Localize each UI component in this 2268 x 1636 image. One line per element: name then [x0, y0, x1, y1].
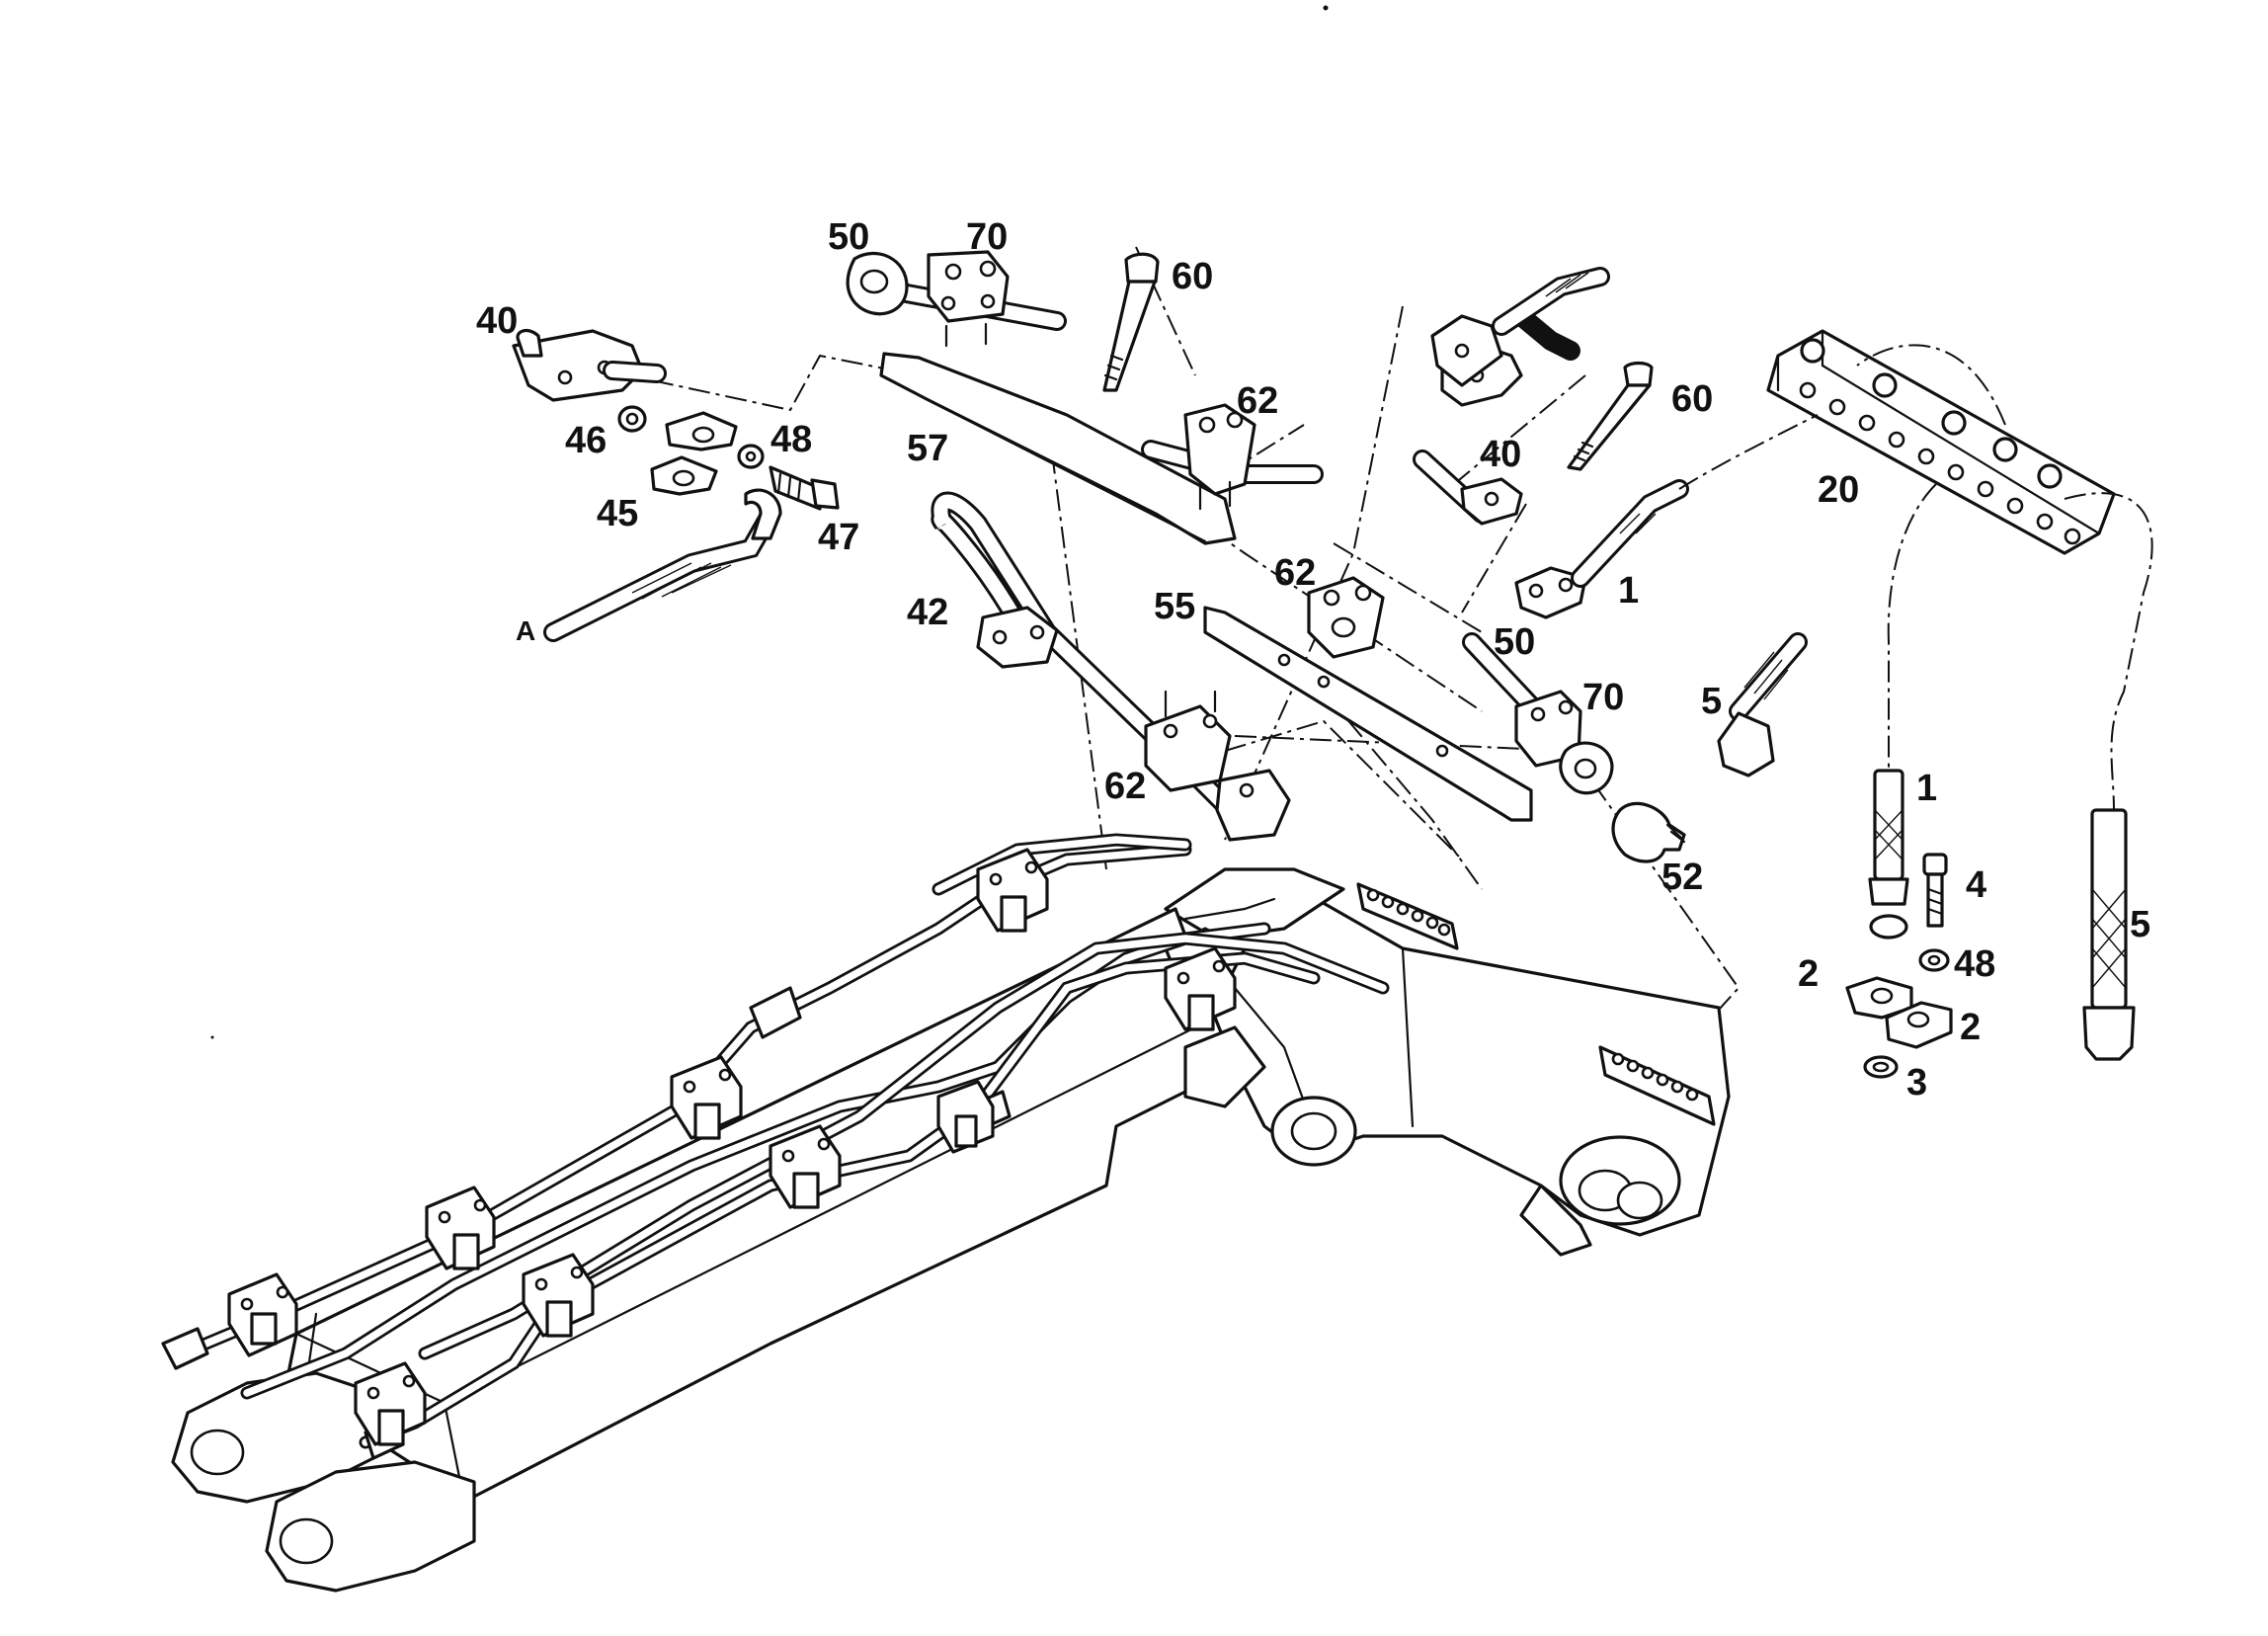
flange-lower-42 [1215, 769, 1291, 842]
callout-50-center: 50 [1494, 621, 1535, 663]
callout-40-right: 40 [1480, 434, 1521, 475]
callout-70-top: 70 [966, 216, 1008, 258]
page-speck [210, 1035, 214, 1039]
perforated-block-lower [1598, 1045, 1716, 1126]
clamp-boom-9 [936, 1080, 995, 1154]
callout-50-top: 50 [828, 216, 869, 258]
hose-5-vertical [2082, 808, 2136, 1061]
flange-42 [976, 606, 1059, 669]
clamp-boom-5 [769, 1124, 842, 1209]
bracket-plate-57 [879, 352, 1237, 545]
callout-3: 3 [1906, 1062, 1927, 1104]
elbow-52 [1611, 801, 1686, 863]
callout-20: 20 [1818, 469, 1859, 511]
callout-52: 52 [1661, 857, 1703, 898]
callout-42: 42 [907, 592, 948, 633]
clamp-70-upper [927, 250, 1010, 323]
right-exploded-parts [1845, 769, 2136, 1079]
perforated-block-upper [1356, 882, 1459, 950]
clamp-boom-3 [670, 1055, 743, 1140]
clamp-boom-7 [522, 1253, 595, 1338]
callout-1-lower: 1 [1916, 768, 1937, 809]
callout-2-right: 2 [1960, 1007, 1981, 1048]
callout-5-lower: 5 [2130, 904, 2150, 945]
callout-5-upper: 5 [1701, 681, 1722, 722]
clamp-boom-6 [1164, 946, 1237, 1031]
boom-structure [171, 867, 1731, 1593]
distributor-block-20 [1678, 329, 2153, 811]
callout-46: 46 [565, 420, 607, 461]
callout-2-left: 2 [1798, 953, 1819, 995]
callout-62-center: 62 [1274, 552, 1316, 594]
top-left-hose-assembly [512, 328, 840, 642]
bolt-47 [769, 465, 822, 511]
bolt-60-upper [1124, 252, 1160, 284]
callout-55: 55 [1154, 586, 1195, 627]
clamp-boom-8 [354, 1361, 427, 1446]
clamp-62-lower [1144, 704, 1232, 792]
bolt-60-right [1623, 361, 1654, 387]
callout-labels: 50 70 60 40 46 48 45 47 57 62 60 40 20 1… [476, 216, 2150, 1104]
callout-62-top: 62 [1237, 380, 1278, 422]
right-hose-assembly [1413, 267, 1808, 863]
callout-A: A [516, 615, 535, 646]
block-20-bolts [1800, 338, 2063, 489]
boom-perforated-blocks [1356, 882, 1716, 1126]
clamp-boom-2 [425, 1186, 496, 1270]
callout-40-left: 40 [476, 300, 518, 342]
callout-48-right: 48 [1954, 943, 1995, 985]
boom-clamps [227, 848, 1237, 1446]
block-20-ports [1799, 381, 2081, 545]
bolt-4 [1922, 853, 1948, 928]
callout-48-top: 48 [770, 419, 812, 460]
callout-1-upper: 1 [1618, 570, 1639, 612]
clamp-boom-1 [227, 1272, 298, 1357]
hose-1-vertical [1868, 769, 1909, 940]
page-speck [1323, 5, 1329, 11]
callout-45: 45 [597, 493, 638, 534]
callout-62-lower: 62 [1104, 766, 1146, 807]
callout-70-center: 70 [1582, 677, 1624, 718]
callout-47: 47 [818, 517, 859, 558]
callout-60-right: 60 [1671, 378, 1713, 420]
callout-57: 57 [907, 428, 948, 469]
clamp-boom-4 [976, 848, 1049, 933]
hose-42-loop [931, 491, 1250, 830]
hose-5-fitting [1717, 711, 1775, 777]
callout-60-top: 60 [1172, 256, 1213, 297]
callout-4: 4 [1966, 864, 1986, 906]
center-bracket-assembly [1144, 576, 1614, 842]
upper-bracket-assembly [846, 250, 1324, 545]
